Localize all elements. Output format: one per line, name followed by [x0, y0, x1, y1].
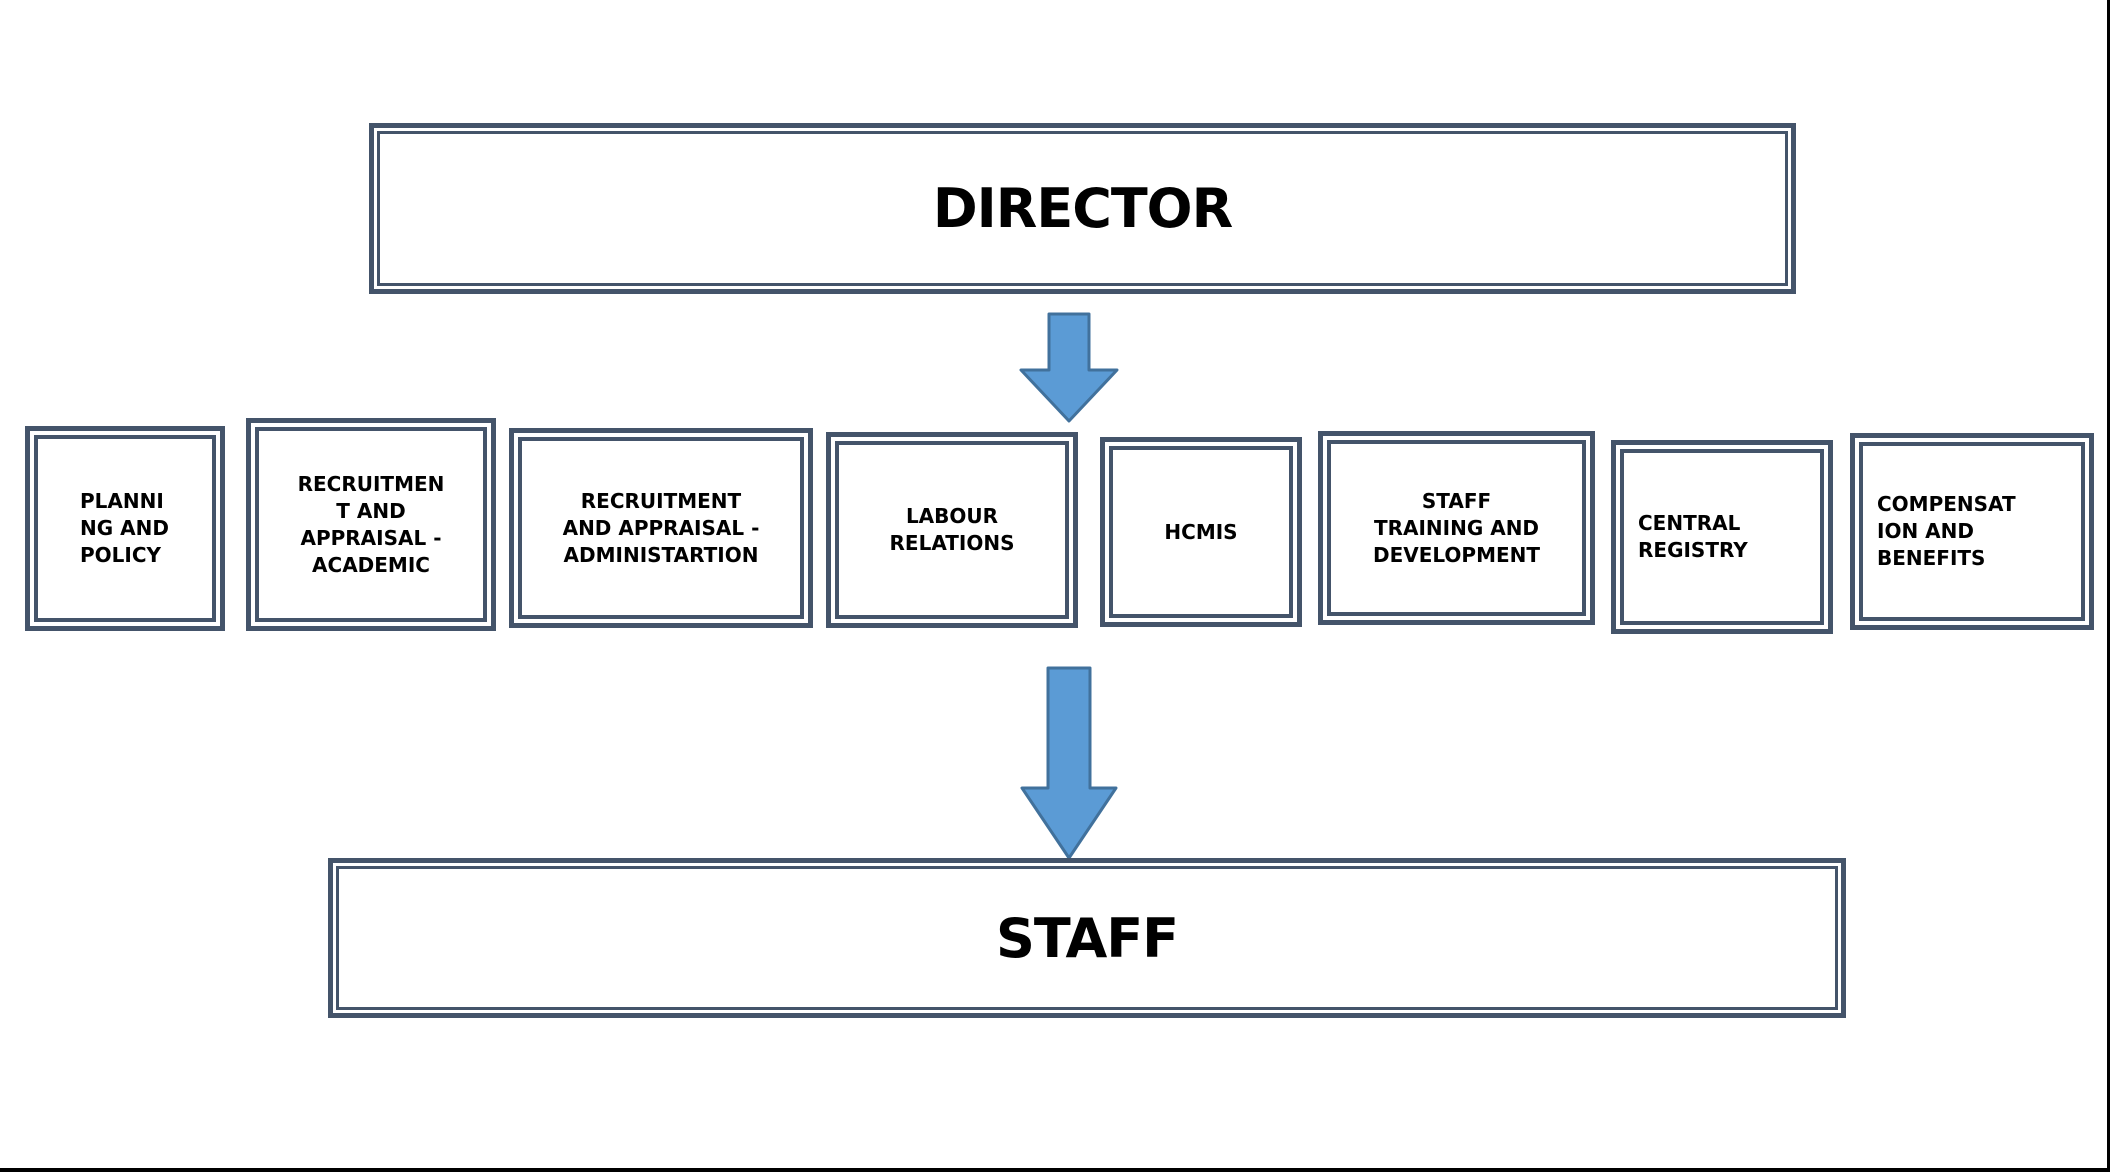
- dept-box-frame: STAFF TRAINING AND DEVELOPMENT: [1327, 440, 1586, 616]
- dept-box-frame: LABOUR RELATIONS: [835, 441, 1069, 619]
- dept-box-compensation-benefits: COMPENSAT ION AND BENEFITS: [1850, 433, 2094, 630]
- dept-box-frame: HCMIS: [1109, 446, 1293, 618]
- dept-box-recruitment-appraisal-administration: RECRUITMENT AND APPRAISAL - ADMINISTARTI…: [509, 428, 813, 628]
- dept-box-frame: RECRUITMEN T AND APPRAISAL - ACADEMIC: [255, 427, 487, 622]
- dept-box-frame: CENTRAL REGISTRY: [1620, 449, 1824, 625]
- dept-box-frame: PLANNI NG AND POLICY: [34, 435, 216, 622]
- dept-label: CENTRAL REGISTRY: [1638, 511, 1748, 562]
- dept-box-central-registry: CENTRAL REGISTRY: [1611, 440, 1833, 634]
- dept-label: RECRUITMENT AND APPRAISAL - ADMINISTARTI…: [562, 488, 760, 567]
- dept-box-staff-training-development: STAFF TRAINING AND DEVELOPMENT: [1318, 431, 1595, 625]
- down-arrow-icon: [1019, 312, 1119, 423]
- director-to-departments-arrow: [1019, 312, 1119, 423]
- staff-label: STAFF: [995, 906, 1179, 970]
- dept-box-frame: COMPENSAT ION AND BENEFITS: [1859, 442, 2085, 621]
- dept-box-frame: RECRUITMENT AND APPRAISAL - ADMINISTARTI…: [518, 437, 804, 619]
- dept-label: LABOUR RELATIONS: [889, 504, 1015, 555]
- dept-box-planning-and-policy: PLANNI NG AND POLICY: [25, 426, 225, 631]
- down-arrow-icon: [1020, 666, 1118, 860]
- staff-box-frame: STAFF: [336, 866, 1838, 1010]
- dept-label: HCMIS: [1164, 519, 1238, 544]
- dept-label: RECRUITMEN T AND APPRAISAL - ACADEMIC: [297, 471, 445, 577]
- director-box-frame: DIRECTOR: [377, 131, 1788, 286]
- dept-box-hcmis: HCMIS: [1100, 437, 1302, 627]
- dept-label: PLANNI NG AND POLICY: [80, 489, 169, 567]
- director-label: DIRECTOR: [932, 177, 1233, 240]
- dept-label: COMPENSAT ION AND BENEFITS: [1877, 492, 2016, 570]
- departments-to-staff-arrow: [1020, 666, 1118, 860]
- right-edge-line: [2107, 0, 2110, 1172]
- bottom-edge-line: [0, 1168, 2110, 1172]
- dept-box-recruitment-appraisal-academic: RECRUITMEN T AND APPRAISAL - ACADEMIC: [246, 418, 496, 631]
- dept-box-labour-relations: LABOUR RELATIONS: [826, 432, 1078, 628]
- dept-label: STAFF TRAINING AND DEVELOPMENT: [1372, 488, 1541, 567]
- director-box: DIRECTOR: [369, 123, 1796, 294]
- staff-box: STAFF: [328, 858, 1846, 1018]
